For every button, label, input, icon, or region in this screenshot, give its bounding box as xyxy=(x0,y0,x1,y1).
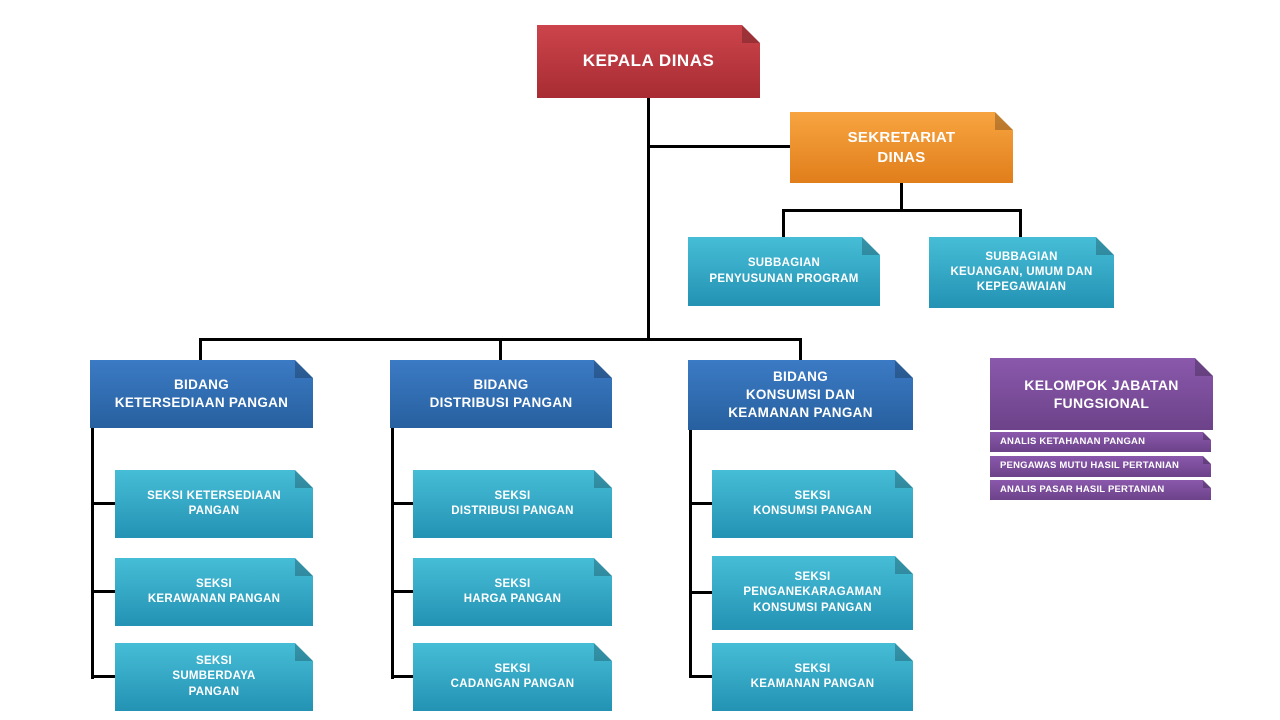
connector-col3-vertical xyxy=(689,430,692,678)
connector-col1-stub2 xyxy=(91,590,115,593)
node-seksi-cadangan-pangan: SEKSI CADANGAN PANGAN xyxy=(413,643,612,711)
connector-col1-stub1 xyxy=(91,502,115,505)
node-sekretariat-dinas: SEKRETARIAT DINAS xyxy=(790,112,1013,183)
node-seksi-distribusi-pangan: SEKSI DISTRIBUSI PANGAN xyxy=(413,470,612,538)
connector-sekretariat-vertical xyxy=(900,183,903,212)
node-seksi-harga-pangan: SEKSI HARGA PANGAN xyxy=(413,558,612,626)
node-analis-pasar-hasil-pertanian: ANALIS PASAR HASIL PERTANIAN xyxy=(990,480,1211,500)
node-pengawas-mutu-hasil-pertanian: PENGAWAS MUTU HASIL PERTANIAN xyxy=(990,456,1211,477)
connector-root-vertical xyxy=(647,98,650,340)
node-seksi-ketersediaan-pangan: SEKSI KETERSEDIAAN PANGAN xyxy=(115,470,313,538)
node-subbagian-keuangan-umum-kepegawaian: SUBBAGIAN KEUANGAN, UMUM DAN KEPEGAWAIAN xyxy=(929,237,1114,308)
connector-col2-stub3 xyxy=(391,675,413,678)
node-seksi-penganekaragaman-konsumsi-pangan: SEKSI PENGANEKARAGAMAN KONSUMSI PANGAN xyxy=(712,556,913,630)
connector-subbagian2-vertical xyxy=(1019,209,1022,237)
node-kelompok-jabatan-fungsional: KELOMPOK JABATAN FUNGSIONAL xyxy=(990,358,1213,430)
connector-col2-stub2 xyxy=(391,590,413,593)
node-subbagian-penyusunan-program: SUBBAGIAN PENYUSUNAN PROGRAM xyxy=(688,237,880,306)
node-analis-ketahanan-pangan: ANALIS KETAHANAN PANGAN xyxy=(990,432,1211,452)
connector-subbagian-horizontal xyxy=(782,209,1022,212)
connector-bidang3-vertical xyxy=(799,338,802,362)
connector-col2-vertical xyxy=(391,428,394,679)
connector-col3-stub3 xyxy=(689,675,712,678)
node-bidang-konsumsi-keamanan-pangan: BIDANG KONSUMSI DAN KEAMANAN PANGAN xyxy=(688,360,913,430)
connector-col1-vertical xyxy=(91,428,94,679)
node-seksi-keamanan-pangan: SEKSI KEAMANAN PANGAN xyxy=(712,643,913,711)
node-seksi-kerawanan-pangan: SEKSI KERAWANAN PANGAN xyxy=(115,558,313,626)
connector-bidang1-vertical xyxy=(199,338,202,362)
node-bidang-ketersediaan-pangan: BIDANG KETERSEDIAAN PANGAN xyxy=(90,360,313,428)
connector-col3-stub1 xyxy=(689,502,712,505)
node-seksi-konsumsi-pangan: SEKSI KONSUMSI PANGAN xyxy=(712,470,913,538)
connector-col2-stub1 xyxy=(391,502,413,505)
connector-bidang2-vertical xyxy=(499,338,502,362)
node-kepala-dinas: KEPALA DINAS xyxy=(537,25,760,98)
connector-subbagian1-vertical xyxy=(782,209,785,237)
node-seksi-sumberdaya-pangan: SEKSI SUMBERDAYA PANGAN xyxy=(115,643,313,711)
node-bidang-distribusi-pangan: BIDANG DISTRIBUSI PANGAN xyxy=(390,360,612,428)
connector-col1-stub3 xyxy=(91,675,115,678)
connector-col3-stub2 xyxy=(689,591,712,594)
connector-sekretariat-horizontal xyxy=(647,145,790,148)
